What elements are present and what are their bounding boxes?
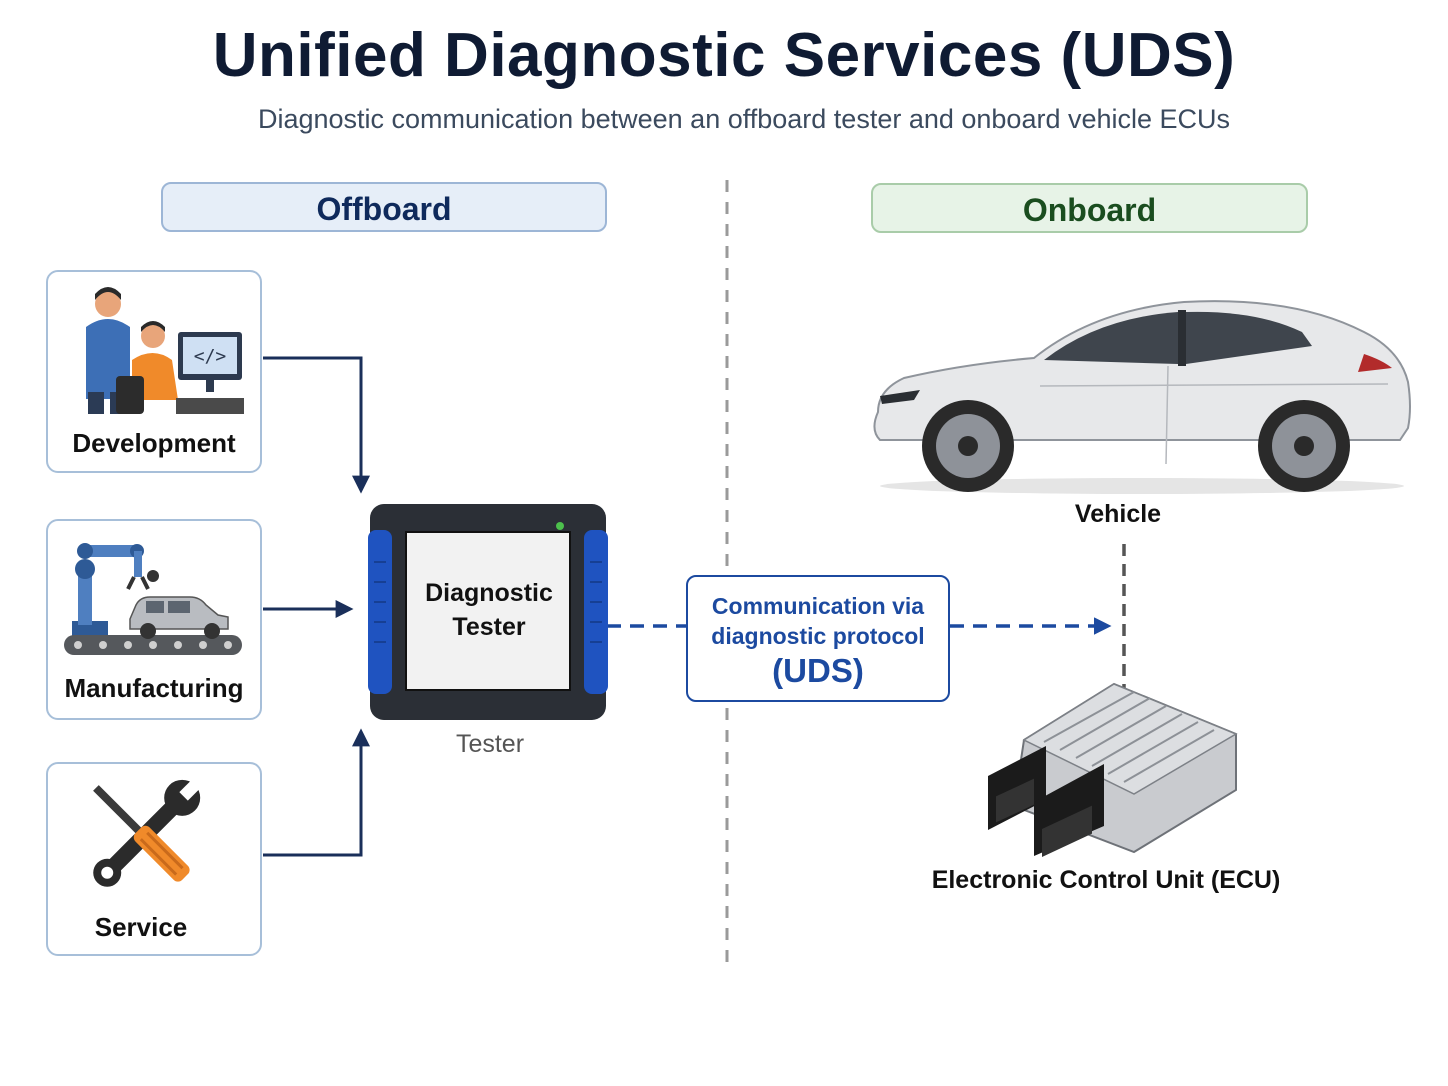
tester-screen-line1: Diagnostic [425, 579, 553, 607]
diagnostic-tester-device-icon [368, 504, 608, 720]
protocol-line3: (UDS) [772, 652, 864, 689]
tester-screen-line2: Tester [452, 613, 526, 641]
protocol-line1: Communication via [711, 593, 925, 619]
car-icon [873, 300, 1411, 494]
diagram-subtitle: Diagnostic communication between an offb… [257, 104, 1231, 134]
wrench-screwdriver-icon [93, 778, 202, 887]
service-to-tester-arrow [263, 728, 370, 857]
development-card: </> Development [46, 270, 262, 473]
svg-text:</>: </> [194, 346, 227, 367]
offboard-zone-label: Offboard [161, 182, 607, 232]
manufacturing-label: Manufacturing [64, 673, 244, 703]
protocol-box: Communication via diagnostic protocol (U… [686, 575, 950, 702]
ecu-module-icon [988, 682, 1238, 857]
service-label: Service [94, 912, 188, 942]
development-to-tester-arrow [263, 356, 370, 494]
vehicle-caption: Vehicle [1074, 500, 1162, 528]
developers-at-computer-icon: </> [86, 287, 244, 414]
service-card: Service [46, 762, 262, 956]
manufacturing-card: Manufacturing [46, 519, 262, 720]
robot-arm-assembly-line-icon [64, 543, 242, 655]
protocol-line2: diagnostic protocol [711, 623, 925, 649]
diagram-title: Unified Diagnostic Services (UDS) [212, 21, 1236, 90]
development-label: Development [72, 428, 236, 458]
onboard-zone-label: Onboard [871, 183, 1308, 233]
tester-caption: Tester [455, 730, 525, 758]
tester-screen-label: Diagnostic Tester [410, 576, 568, 644]
ecu-caption: Electronic Control Unit (ECU) [931, 866, 1281, 894]
